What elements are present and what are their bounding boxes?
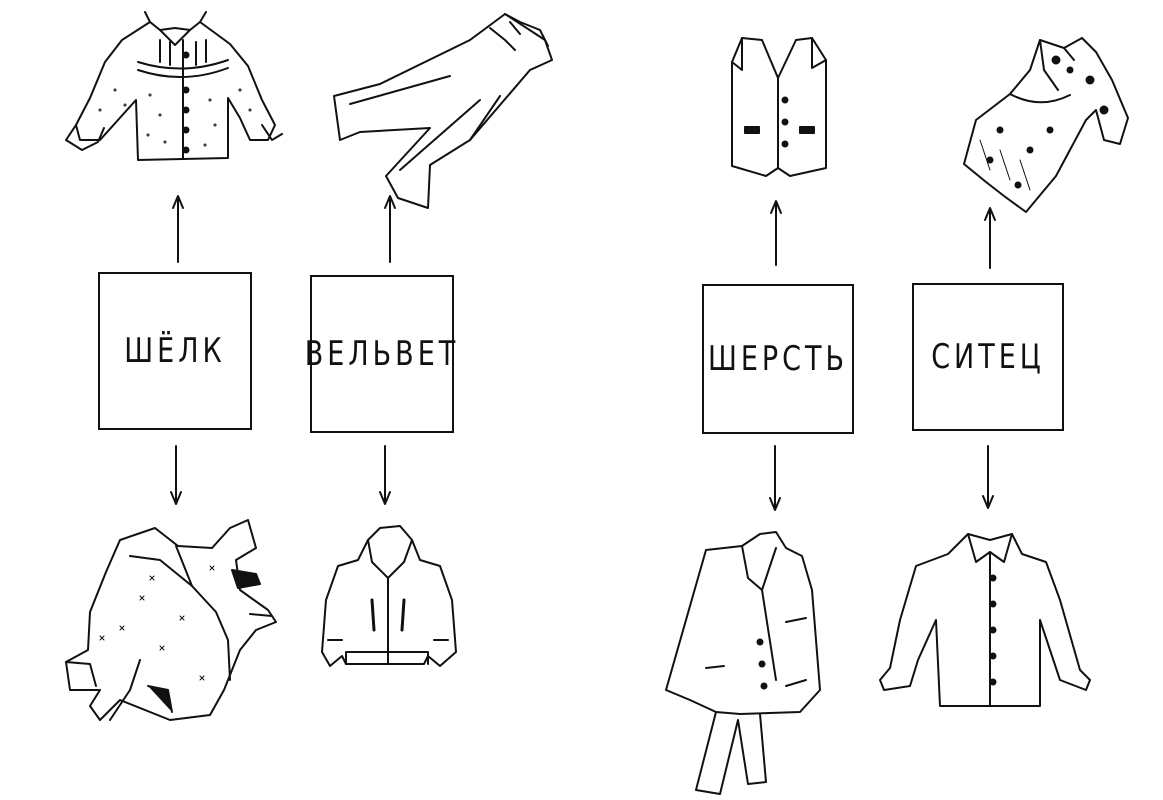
arrow-down-4 [983,446,993,508]
robe-icon [66,520,276,720]
arrow-up-4 [985,208,995,268]
arrow-down-3 [770,446,780,510]
material-label-wool: ШЕРСТЬ [707,339,849,379]
arrow-up-3 [771,201,781,265]
jacket-icon [322,526,456,666]
material-label-silk: ШЁЛК [124,331,226,371]
trousers-icon [334,14,552,208]
material-box-wool: ШЕРСТЬ [702,284,854,434]
dress-icon [964,38,1128,212]
arrow-up-1 [173,196,183,262]
arrow-down-2 [380,446,390,504]
blouse-icon [66,12,282,160]
arrow-down-1 [171,446,181,504]
suit-icon [666,532,820,794]
material-label-corduroy: ВЕЛЬВЕТ [304,334,460,374]
shirt-icon [880,534,1090,706]
vest-icon [732,38,826,176]
material-box-corduroy: ВЕЛЬВЕТ [305,275,455,433]
material-label-chintz: СИТЕЦ [931,337,1045,377]
material-box-silk: ШЁЛК [98,272,252,430]
arrow-up-2 [385,196,395,262]
material-box-chintz: СИТЕЦ [912,283,1064,431]
